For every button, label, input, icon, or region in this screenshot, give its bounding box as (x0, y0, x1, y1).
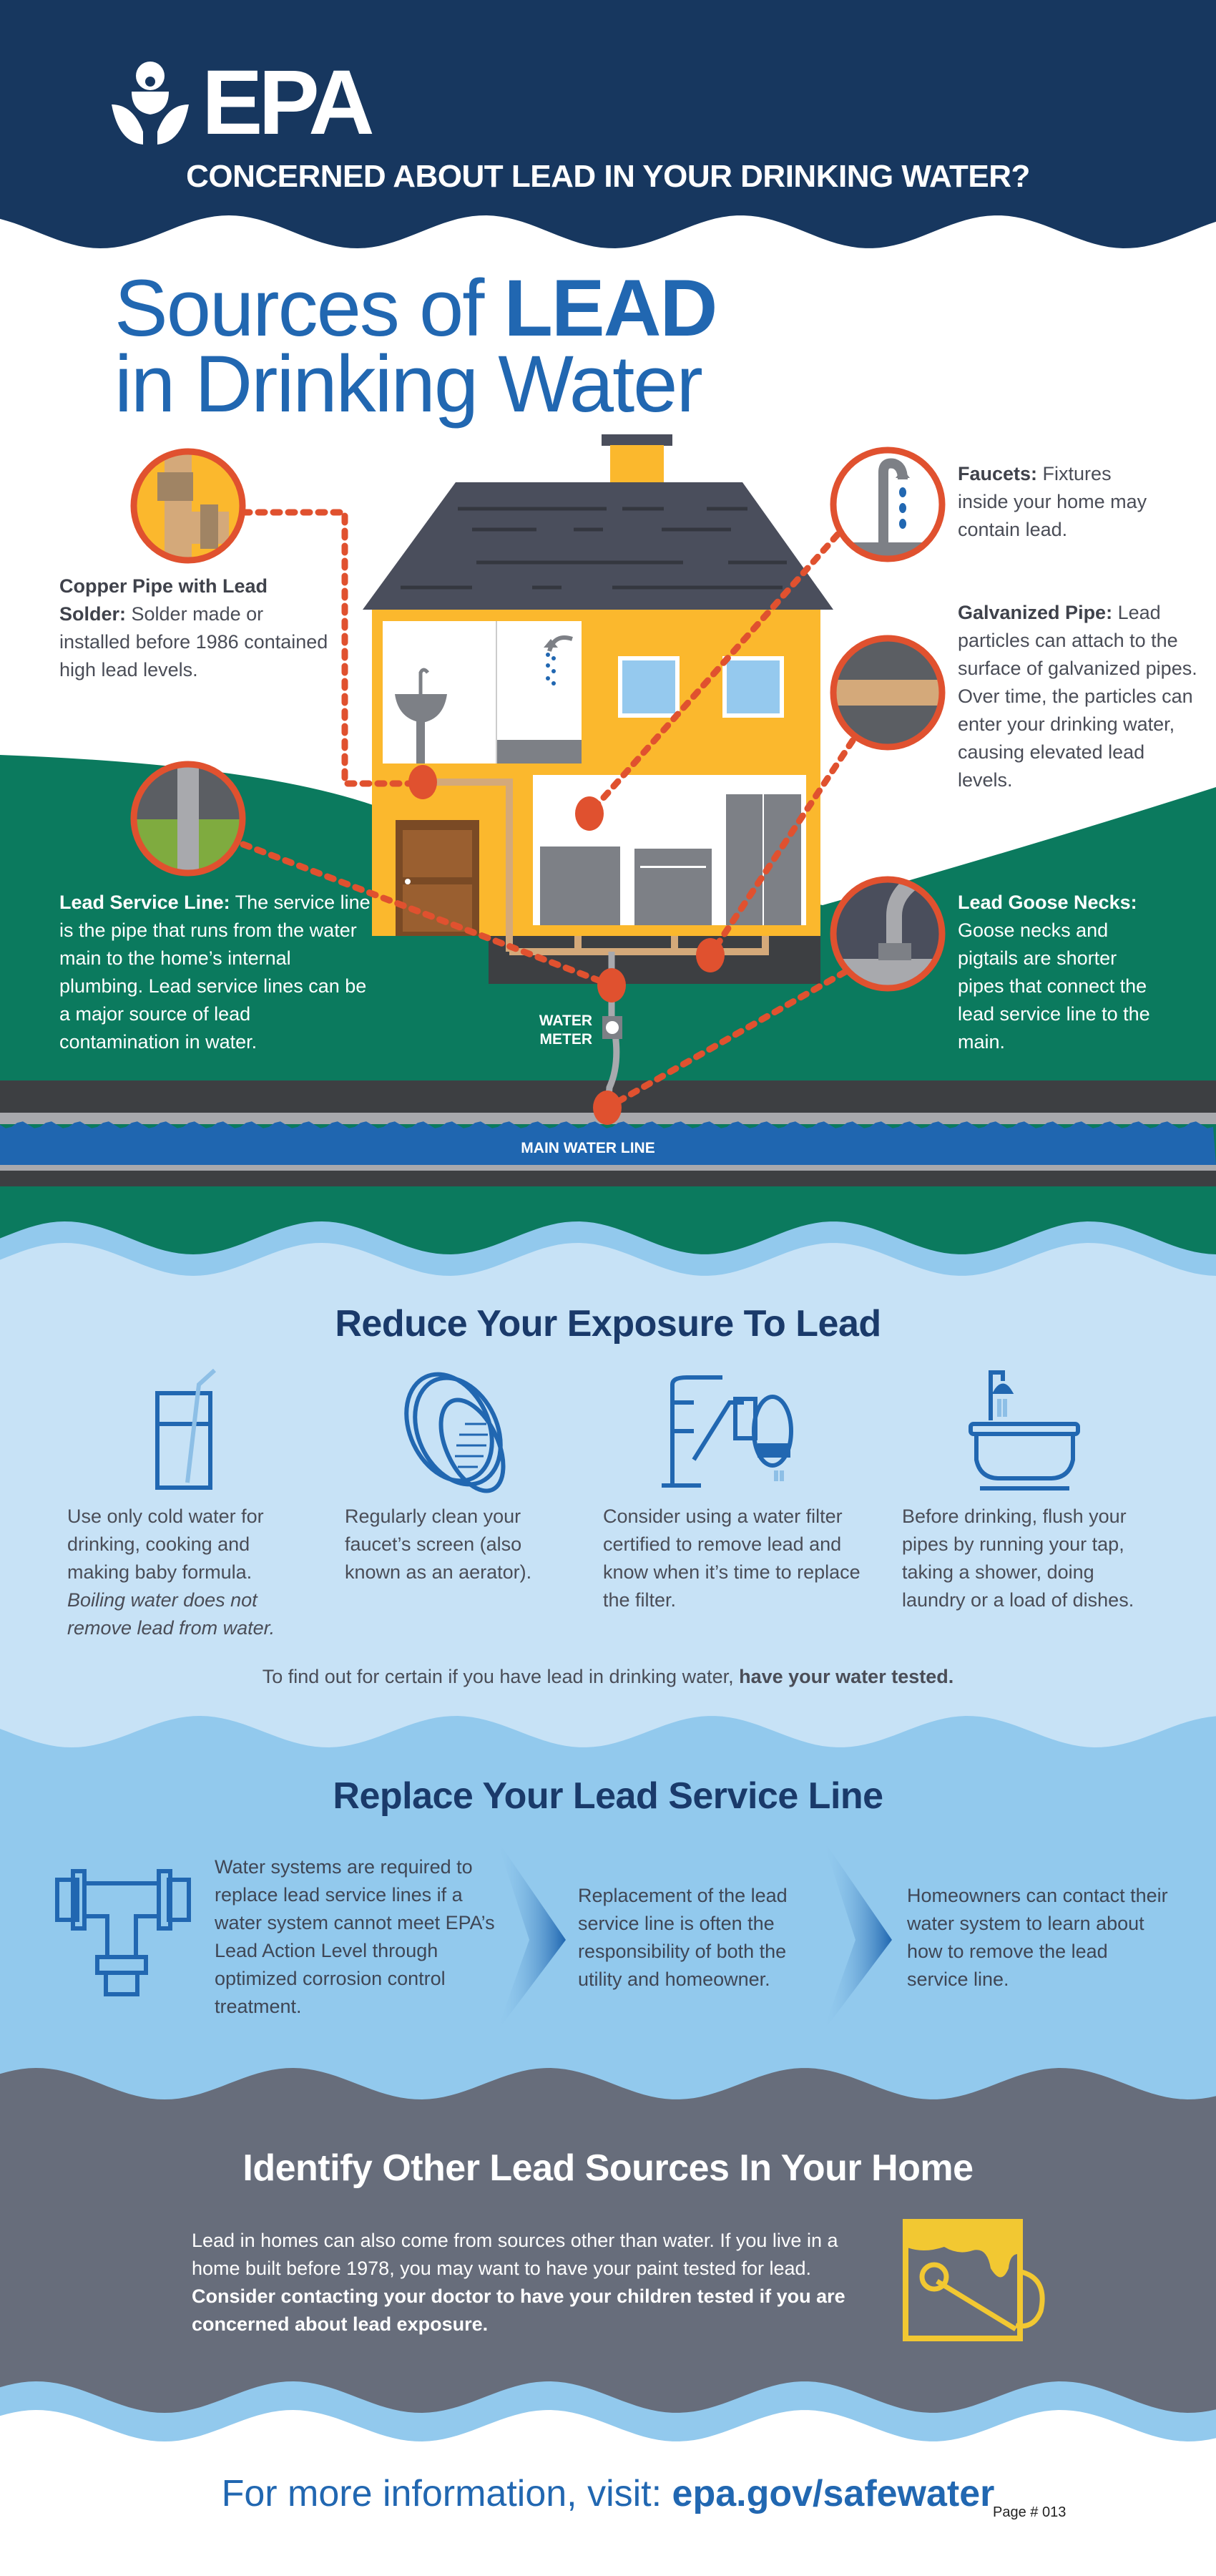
faucet-detail-icon (835, 452, 941, 557)
aerator-icon (404, 1372, 506, 1493)
callout-label: Lead Service Line: (59, 892, 230, 913)
callout-galvanized-pipe: Galvanized Pipe: Lead particles can atta… (958, 599, 1197, 794)
replace-step-3: Homeowners can contact their water syste… (907, 1885, 1168, 1990)
reduce-bg (0, 1243, 1216, 1789)
reduce-item-aerator: Regularly clean your faucet’s screen (al… (345, 1506, 532, 1583)
house-illustration (363, 434, 833, 1117)
paint-can-icon (903, 2219, 1045, 2341)
title-prefix: Sources of (114, 263, 504, 353)
reduce-item-filter: Consider using a water filter certified … (603, 1506, 860, 1611)
callout-label: Lead Goose Necks: (958, 892, 1137, 913)
header-question: CONCERNED ABOUT LEAD IN YOUR DRINKING WA… (186, 159, 1030, 194)
page-number: Page # 013 (993, 2504, 1067, 2520)
callout-text: The service line is the pipe that runs f… (59, 892, 371, 1053)
callout-text: Fixtures inside your home may contain le… (958, 463, 1147, 540)
chevron-arrow-2 (823, 1839, 892, 2032)
callout-goose-necks: Lead Goose Necks: Goose necks and pigtai… (958, 889, 1165, 1056)
identify-text: Lead in homes can also come from sources… (192, 2230, 845, 2335)
callout-label: Faucets: (958, 463, 1038, 484)
epa-flower-icon (112, 62, 189, 145)
callout-text: Goose necks and pigtails are shorter pip… (958, 919, 1150, 1053)
callout-label: Galvanized Pipe: (958, 602, 1113, 623)
lead-source-markers (408, 765, 725, 1125)
title-line2: in Drinking Water (114, 339, 703, 429)
faucet-filter-icon (662, 1375, 793, 1488)
callout-copper-pipe: Copper Pipe with Lead Solder: Solder mad… (59, 572, 331, 684)
galvanized-pipe-detail-icon (835, 640, 941, 746)
reduce-item-cold-water: Use only cold water for drinking, cookin… (67, 1506, 275, 1639)
reduce-item-flush: Before drinking, flush your pipes by run… (902, 1506, 1134, 1611)
reduce-heading: Reduce Your Exposure To Lead (335, 1303, 881, 1345)
safewater-link[interactable]: epa.gov/safewater (672, 2473, 995, 2514)
callout-label: Copper Pipe with Lead Solder: (59, 575, 268, 625)
title-bold: LEAD (504, 263, 718, 353)
callout-text: Solder made or installed before 1986 con… (59, 603, 328, 680)
replace-step-1: Water systems are required to replace le… (215, 1856, 495, 2017)
glass-icon (155, 1368, 217, 1490)
chevron-arrow-1 (496, 1839, 566, 2032)
replace-step-2: Replacement of the lead service line is … (578, 1885, 788, 1990)
epa-logo-text: EPA (202, 52, 375, 154)
bathtub-shower-icon (969, 1370, 1080, 1491)
connector-lines (240, 509, 856, 1111)
main-water-line-label: MAIN WATER LINE (521, 1140, 655, 1156)
epa-logo[interactable]: EPA (112, 52, 375, 154)
main-water-line (0, 1121, 1216, 1165)
callout-lead-service-line: Lead Service Line: The service line is t… (59, 889, 374, 1056)
header-wave (0, 0, 1216, 248)
footer-bg (0, 2410, 1216, 2576)
identify-heading: Identify Other Lead Sources In Your Home (242, 2147, 974, 2189)
callout-text: Lead particles can attach to the surface… (958, 602, 1197, 791)
pipe-tee-icon (55, 1869, 191, 1996)
roof (363, 482, 833, 610)
callout-faucets: Faucets: Fixtures inside your home may c… (958, 460, 1151, 544)
footer-info: For more information, visit: epa.gov/saf… (221, 2473, 995, 2514)
replace-heading: Replace Your Lead Service Line (333, 1775, 883, 1817)
test-water-note: To find out for certain if you have lead… (262, 1666, 954, 1687)
copper-solder-detail-icon (135, 453, 241, 559)
page-title: Sources of LEAD in Drinking Water (114, 268, 717, 424)
